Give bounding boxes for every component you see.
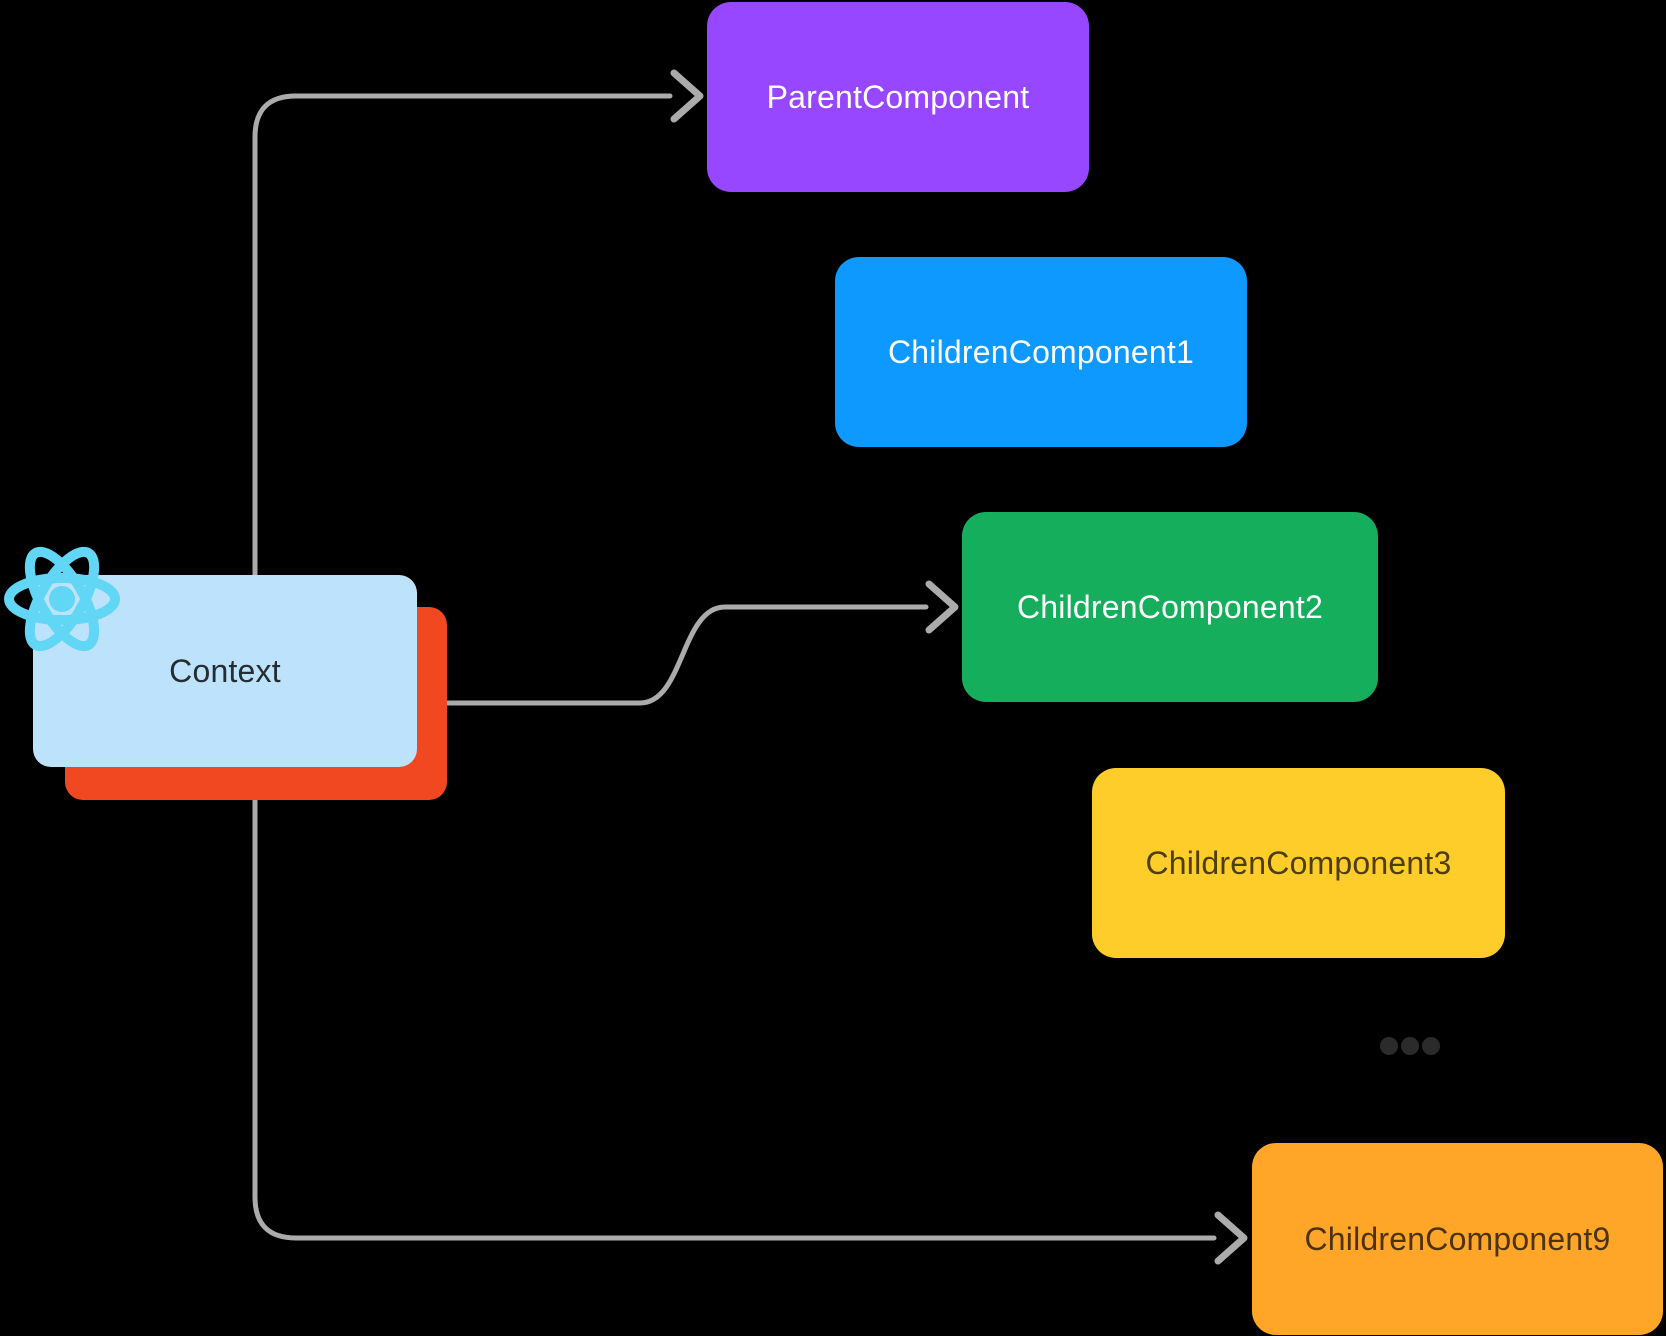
arrow-context-to-childrencomponent2 xyxy=(444,604,929,706)
node-childrencomponent2: ChildrenComponent2 xyxy=(962,512,1378,702)
react-nucleus xyxy=(49,586,75,612)
react-orbit-3 xyxy=(24,546,100,652)
arrowhead-childrencomponent2-icon xyxy=(925,580,959,634)
context-node: Context xyxy=(33,575,417,767)
arrow-context-to-childrencomponent9 xyxy=(252,797,1217,1241)
ellipsis-dot xyxy=(1422,1037,1440,1055)
ellipsis-dots xyxy=(1380,1037,1440,1055)
context-label: Context xyxy=(169,652,281,689)
react-orbit-1 xyxy=(4,573,120,625)
node-parentcomponent: ParentComponent xyxy=(707,2,1089,192)
arrowhead-parentcomponent-icon xyxy=(670,69,704,123)
node-label: ParentComponent xyxy=(766,79,1030,115)
node-label: ChildrenComponent2 xyxy=(1016,589,1323,625)
node-label: ChildrenComponent3 xyxy=(1145,845,1452,881)
node-label: ChildrenComponent9 xyxy=(1304,1221,1611,1257)
react-logo-icon xyxy=(4,546,120,652)
arrowhead-childrencomponent9-icon xyxy=(1214,1211,1248,1265)
node-childrencomponent3: ChildrenComponent3 xyxy=(1092,768,1505,958)
react-orbit-2 xyxy=(24,546,100,652)
node-childrencomponent1: ChildrenComponent1 xyxy=(835,257,1247,447)
ellipsis-dot xyxy=(1401,1037,1419,1055)
arrow-context-to-parentcomponent xyxy=(252,93,673,579)
node-childrencomponent9: ChildrenComponent9 xyxy=(1252,1143,1663,1335)
node-label: ChildrenComponent1 xyxy=(887,334,1194,370)
ellipsis-dot xyxy=(1380,1037,1398,1055)
